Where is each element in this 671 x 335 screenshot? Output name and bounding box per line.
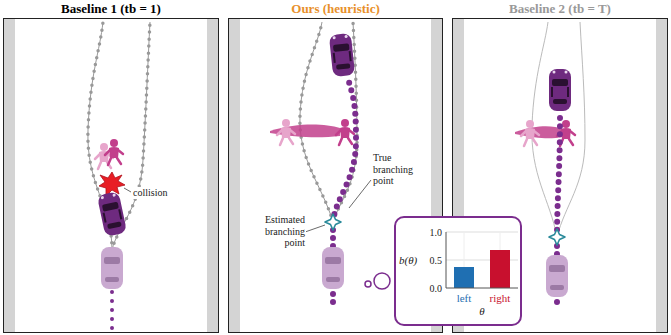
axis-label: b(θ) [399, 254, 417, 266]
panel-heading: Baseline 1 (tb = 1) [4, 1, 218, 17]
tick-label: 0.5 [430, 255, 443, 266]
belief-inset: 1.0 0.5 0.0 b(θ) left rightθ [394, 216, 522, 326]
panel-heading: Baseline 2 (tb = T) [453, 1, 667, 17]
scene-panel: Baseline 1 (tb = 1) [3, 18, 219, 333]
tick-label: 0.0 [430, 283, 443, 294]
annotation-label: Estimated branching point [250, 214, 306, 249]
category-label: right [490, 292, 511, 304]
panel-heading: Ours (heuristic) [229, 1, 442, 17]
tick-label: 1.0 [430, 227, 443, 238]
category-label: left [457, 292, 472, 304]
annotation-label: collision [132, 187, 168, 199]
axis-label: θ [479, 305, 484, 317]
scene-panel: Ours (heuristic) 1.00.50.0b(θ)leftrightθ [228, 18, 443, 333]
bar-chart [396, 218, 520, 324]
annotation-label: True branching point [372, 152, 430, 187]
